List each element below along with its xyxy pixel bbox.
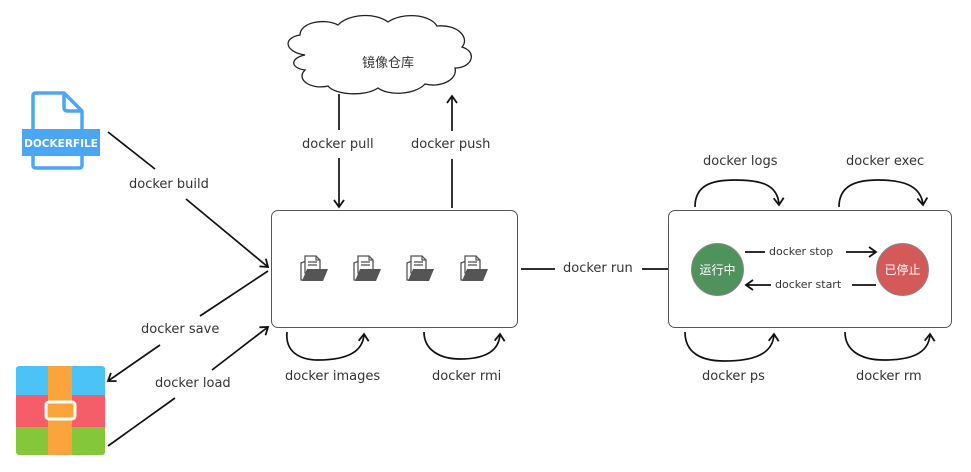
rm-label[interactable]: docker rm [853,369,925,385]
run-label[interactable]: docker run [560,261,636,277]
state-running[interactable]: 运行中 [691,243,744,296]
build-label[interactable]: docker build [126,177,212,193]
save-label[interactable]: docker save [138,322,223,338]
images-label[interactable]: docker images [282,369,384,385]
exec-label[interactable]: docker exec [843,154,928,170]
ps-label[interactable]: docker ps [699,369,768,385]
dockerfile-icon: DOCKERFILE [22,91,100,170]
rmi-loop-arrow [423,331,506,360]
archive-icon [16,366,105,455]
load-arrow-line-1 [107,397,176,447]
build-arrow-line-2 [185,198,270,268]
save-arrow-line-2 [106,344,161,383]
start-label[interactable]: docker start [772,277,845,293]
rmi-label[interactable]: docker rmi [429,369,505,385]
image-folder-icon[interactable] [402,251,436,285]
ps-loop-arrow [684,331,780,362]
state-stopped-label: 已停止 [884,263,921,277]
images-loop-arrow [286,331,370,361]
load-label[interactable]: docker load [152,376,234,392]
dockerfile-icon-text: DOCKERFILE [24,138,98,150]
save-arrow-line-1 [199,270,269,317]
pull-label[interactable]: docker pull [299,137,377,153]
rm-loop-arrow [844,331,936,361]
state-stopped[interactable]: 已停止 [876,243,929,296]
image-folder-icon[interactable] [456,251,490,285]
stop-label[interactable]: docker stop [766,244,837,260]
build-arrow-line-1 [107,131,156,170]
load-arrow-line-2 [211,326,270,371]
logs-loop-arrow [694,179,785,208]
image-folder-icon[interactable] [349,251,383,285]
push-label[interactable]: docker push [408,137,494,153]
registry-cloud [287,14,472,95]
registry-label: 镜像仓库 [362,56,415,71]
state-running-label: 运行中 [699,263,736,277]
exec-loop-arrow [838,179,929,208]
logs-label[interactable]: docker logs [700,154,781,170]
image-folder-icon[interactable] [296,251,330,285]
